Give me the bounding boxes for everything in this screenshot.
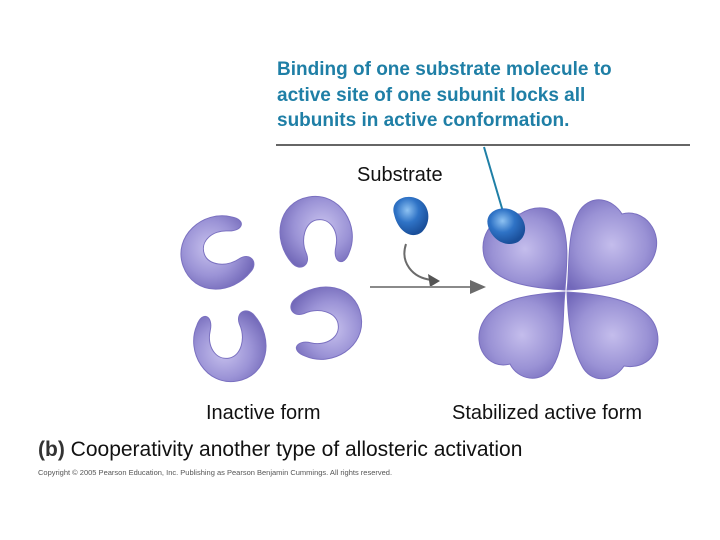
inactive-enzyme <box>170 190 368 388</box>
substrate-label: Substrate <box>357 164 443 186</box>
conversion-arrowhead <box>470 280 486 294</box>
substrate-molecule <box>393 196 429 236</box>
active-form-label: Stabilized active form <box>452 402 643 424</box>
callout-text: Binding of one substrate molecule to act… <box>277 57 707 134</box>
figure-panel-letter: (b) <box>38 438 65 461</box>
figure-caption-text: Cooperativity another type of allosteric… <box>70 438 523 461</box>
binding-arrow <box>403 243 433 281</box>
active-enzyme <box>478 199 659 380</box>
figure-caption: (b) Cooperativity another type of allost… <box>38 438 522 462</box>
inactive-form-label: Inactive form <box>206 402 321 424</box>
callout-line-2: active site of one subunit locks all <box>277 84 586 106</box>
callout-line-1: Binding of one substrate molecule to <box>277 59 612 80</box>
callout-line-3: subunits in active conformation. <box>277 110 570 131</box>
copyright-notice: Copyright © 2005 Pearson Education, Inc.… <box>38 468 393 477</box>
binding-arrowhead <box>428 274 440 287</box>
